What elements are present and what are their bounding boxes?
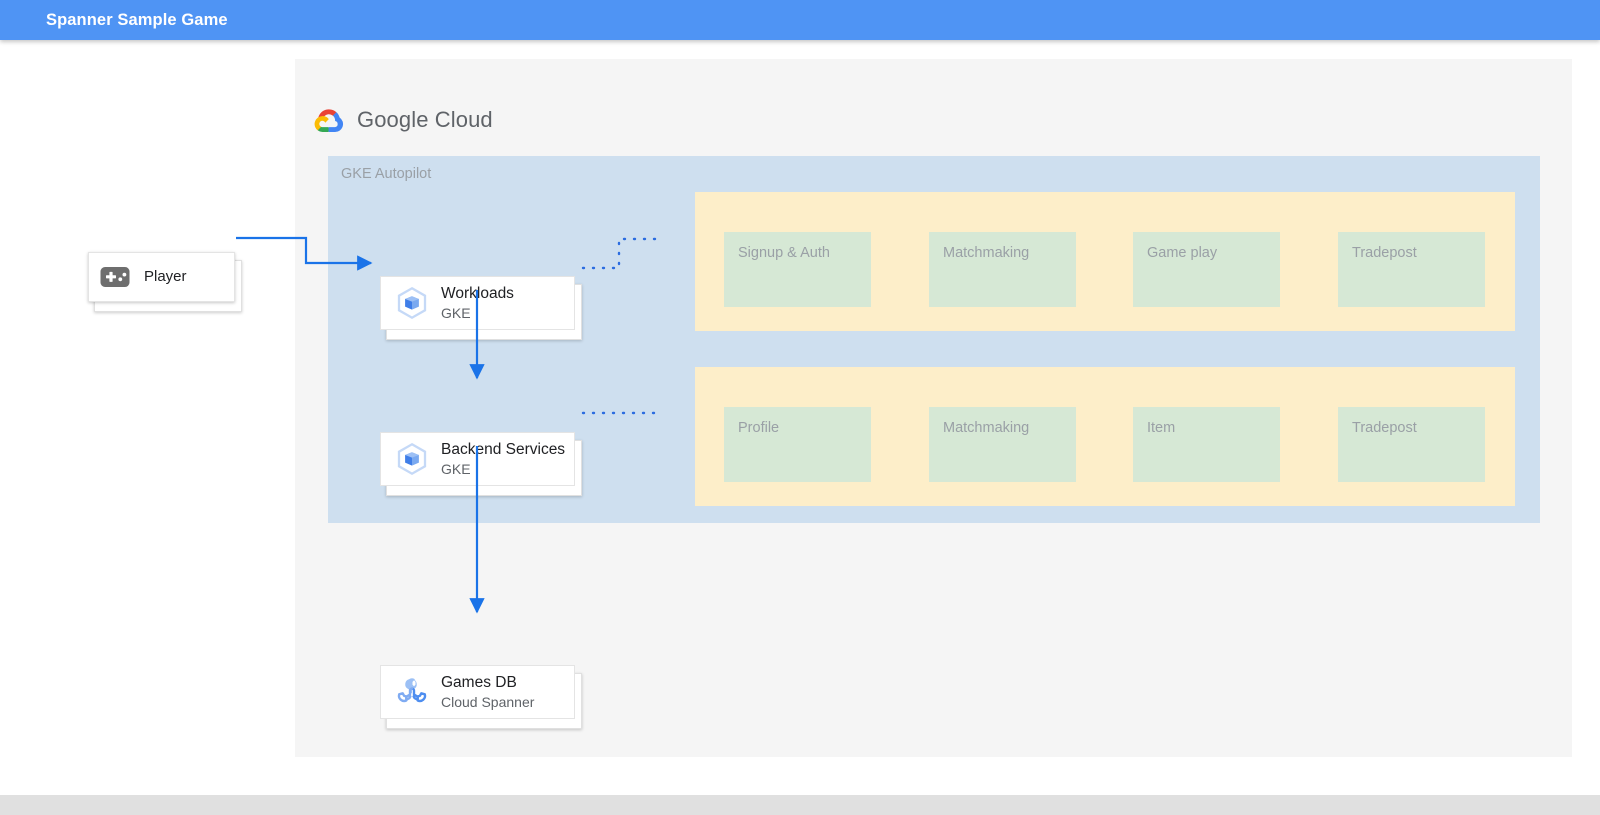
- gke-icon: [395, 442, 429, 476]
- node-player[interactable]: Player: [88, 252, 235, 302]
- service-label: Signup & Auth: [738, 245, 830, 261]
- service-label: Profile: [738, 420, 780, 436]
- node-title: Backend Services: [441, 440, 566, 458]
- node-title: Games DB: [441, 673, 517, 691]
- node-title: Workloads: [441, 284, 514, 302]
- service-box-game-play[interactable]: Game play: [1133, 232, 1280, 307]
- gke-autopilot-group: GKE Autopilot Signup & Auth Matchmaking …: [328, 156, 1540, 523]
- logo-word-google: Google: [357, 107, 429, 132]
- node-games-db[interactable]: Games DB Cloud Spanner: [380, 665, 575, 719]
- service-box-profile[interactable]: Profile: [724, 407, 871, 482]
- app-title: Spanner Sample Game: [46, 11, 228, 29]
- node-player-text: Player: [144, 267, 187, 287]
- service-box-tradepost-backend[interactable]: Tradepost: [1338, 407, 1485, 482]
- google-cloud-panel: Google Cloud GKE Autopilot Signup & Auth…: [295, 59, 1572, 757]
- service-box-item[interactable]: Item: [1133, 407, 1280, 482]
- workloads-namespace-group: Signup & Auth Matchmaking Game play Trad…: [695, 192, 1515, 331]
- architecture-diagram-canvas: Google Cloud GKE Autopilot Signup & Auth…: [0, 40, 1600, 795]
- service-label: Game play: [1147, 245, 1218, 261]
- service-box-matchmaking-backend[interactable]: Matchmaking: [929, 407, 1076, 482]
- service-label: Tradepost: [1352, 245, 1417, 261]
- service-box-tradepost[interactable]: Tradepost: [1338, 232, 1485, 307]
- bottom-strip: [0, 795, 1600, 815]
- node-workloads[interactable]: Workloads GKE: [380, 276, 575, 330]
- node-subtitle: GKE: [441, 460, 471, 477]
- node-subtitle: GKE: [441, 304, 471, 321]
- service-box-signup-auth[interactable]: Signup & Auth: [724, 232, 871, 307]
- node-backend-services[interactable]: Backend Services GKE: [380, 432, 575, 486]
- app-bar: Spanner Sample Game: [0, 0, 1600, 40]
- gamepad-icon: [100, 264, 130, 290]
- node-subtitle: Cloud Spanner: [441, 693, 535, 710]
- node-workloads-text: Workloads GKE: [441, 284, 514, 323]
- service-label: Matchmaking: [943, 420, 1030, 436]
- google-cloud-logo-row: Google Cloud: [314, 105, 493, 135]
- node-title: Player: [144, 268, 187, 285]
- node-games-db-text: Games DB Cloud Spanner: [441, 673, 534, 712]
- backend-services-namespace-group: Profile Matchmaking Item Tradepost: [695, 367, 1515, 506]
- logo-word-cloud: Cloud: [428, 107, 493, 132]
- service-box-matchmaking[interactable]: Matchmaking: [929, 232, 1076, 307]
- google-cloud-logo-text: Google Cloud: [357, 107, 493, 133]
- gke-autopilot-label: GKE Autopilot: [341, 166, 432, 182]
- service-label: Tradepost: [1352, 420, 1417, 436]
- node-backend-services-text: Backend Services GKE: [441, 440, 565, 479]
- service-label: Matchmaking: [943, 245, 1030, 261]
- service-label: Item: [1147, 420, 1176, 436]
- gke-icon: [395, 286, 429, 320]
- google-cloud-logo-icon: [314, 107, 344, 133]
- cloud-spanner-icon: [395, 675, 429, 709]
